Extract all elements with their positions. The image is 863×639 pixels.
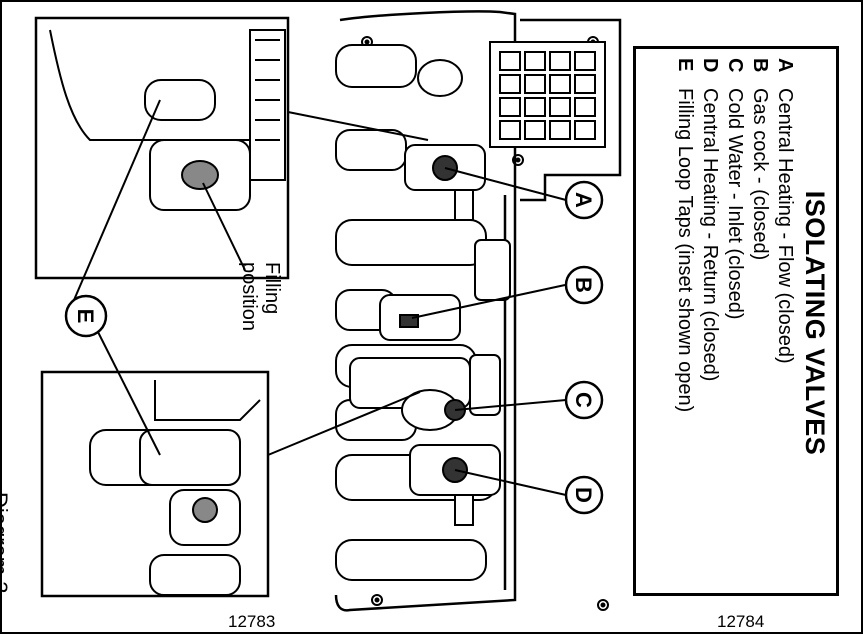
callout-b: B xyxy=(571,277,596,293)
terminal-block xyxy=(489,41,606,148)
legend-box xyxy=(633,46,839,596)
inset-bottom xyxy=(40,370,270,598)
callouts xyxy=(64,180,604,515)
legend-item-d: D Central Heating - Return (closed) xyxy=(699,58,721,382)
diagram-label: Diagram 3 xyxy=(0,492,12,593)
legend-item-e: E Filling Loop Taps (inset shown open) xyxy=(674,58,696,413)
legend: ISOLATING VALVES A Central Heating - Flo… xyxy=(672,58,830,588)
legend-item-c: C Cold Water - Inlet (closed) xyxy=(724,58,746,320)
callout-a: A xyxy=(571,192,596,208)
callout-letters: A B C D E xyxy=(73,192,596,503)
legend-title: ISOLATING VALVES xyxy=(800,190,830,456)
filling-position-label: Filling position xyxy=(238,262,283,331)
reference-number-right: 12784 xyxy=(717,612,765,631)
reference-number-left: 12783 xyxy=(228,612,276,631)
inset-top xyxy=(34,16,290,280)
leader-lines xyxy=(73,99,567,496)
callout-e: E xyxy=(73,309,98,324)
legend-item-a: A Central Heating - Flow (closed) xyxy=(774,58,796,364)
callout-d: D xyxy=(571,487,596,503)
valve-a xyxy=(404,59,486,221)
legend-item-b: B Gas cock - (closed) xyxy=(749,58,771,261)
valve-c xyxy=(349,354,501,431)
valve-d xyxy=(409,444,501,526)
callout-c: C xyxy=(571,392,596,408)
